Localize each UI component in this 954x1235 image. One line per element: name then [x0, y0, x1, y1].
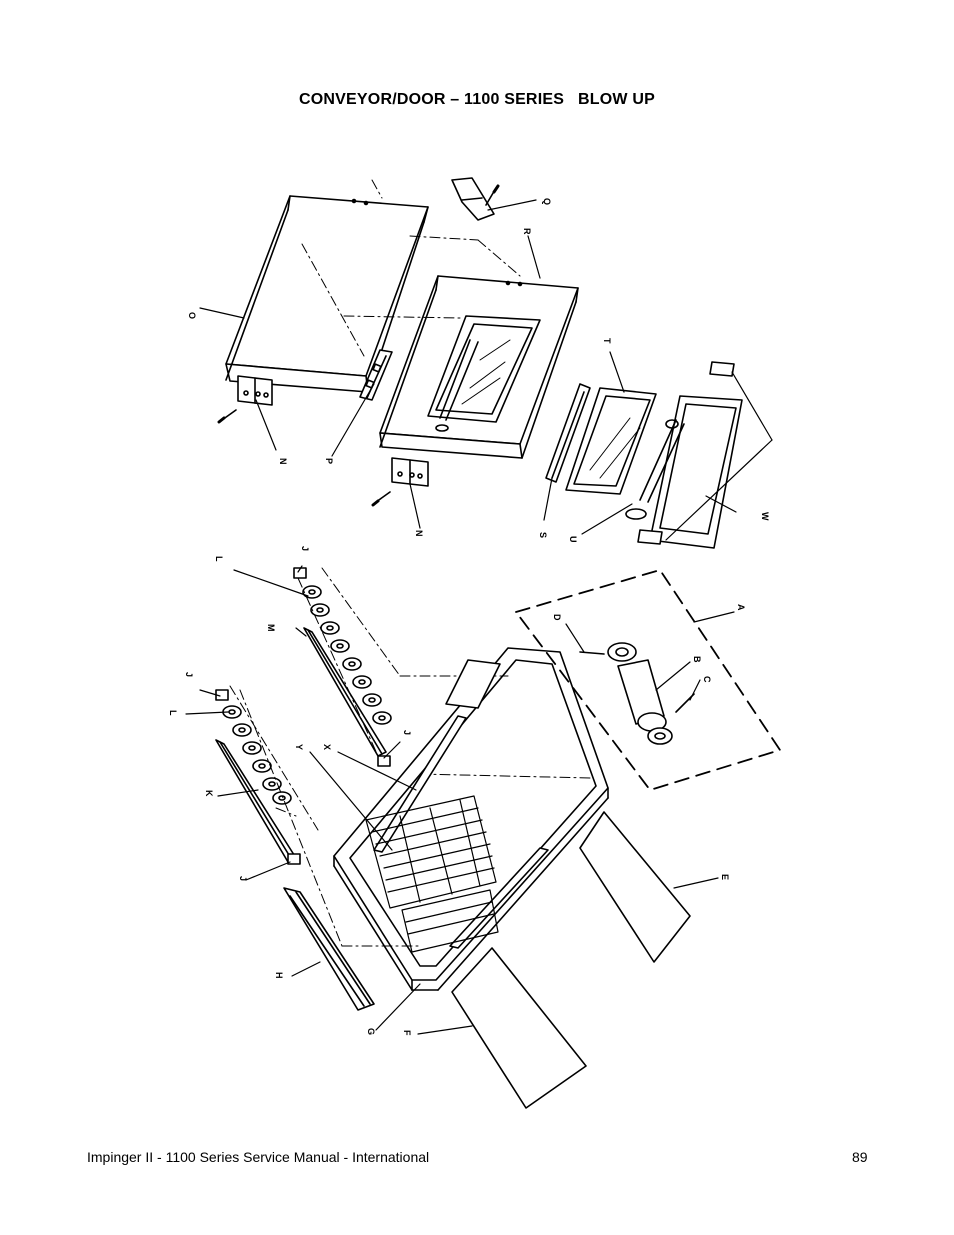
callout-x: X — [322, 744, 332, 750]
conveyor-belt — [366, 796, 498, 952]
callout-e: E — [720, 874, 730, 880]
callout-a: A — [736, 604, 746, 611]
window-glass — [566, 388, 656, 494]
callout-l-upper: L — [214, 556, 224, 562]
callout-j-4: J — [402, 730, 412, 735]
door-seal — [546, 384, 590, 482]
callout-u: U — [568, 536, 578, 543]
callout-c: C — [702, 676, 712, 683]
callout-w: W — [760, 512, 770, 521]
drive-shaft-upper — [304, 628, 386, 756]
callout-b: B — [692, 656, 702, 663]
inner-door-frame — [380, 276, 578, 458]
outer-door-panel — [226, 196, 428, 392]
callout-f: F — [402, 1030, 412, 1036]
sprockets-upper — [303, 586, 391, 724]
callout-j-3: J — [238, 876, 248, 881]
callout-g: G — [366, 1028, 376, 1035]
callout-y: Y — [294, 744, 304, 750]
callout-t: T — [602, 338, 612, 344]
callout-r: R — [522, 228, 532, 235]
callout-d: D — [552, 614, 562, 621]
callout-n-upper: N — [278, 458, 288, 465]
door-handle — [360, 350, 392, 400]
conveyor-frame — [334, 648, 608, 990]
callout-j-1: J — [300, 546, 310, 551]
side-rail — [284, 888, 374, 1010]
callout-q: Q — [542, 198, 552, 205]
bearings — [216, 568, 390, 864]
motor-assembly — [516, 570, 780, 790]
upper-hinge — [219, 376, 272, 422]
lower-hinge — [373, 458, 428, 505]
callout-j-2: J — [184, 672, 194, 677]
callout-l-lower: L — [168, 710, 178, 716]
callout-m: M — [266, 624, 276, 632]
door-frame-assembly — [626, 362, 742, 548]
crumb-tray-right — [580, 812, 690, 962]
latch-bracket — [452, 178, 498, 220]
footer-manual-title: Impinger II - 1100 Series Service Manual… — [87, 1149, 430, 1165]
callout-h: H — [274, 972, 284, 979]
crumb-tray-left — [452, 948, 586, 1108]
callout-n-lower: N — [414, 530, 424, 537]
page-number: 89 — [852, 1149, 868, 1165]
callout-s: S — [538, 532, 548, 538]
page-title: CONVEYOR/DOOR – 1100 SERIES BLOW UP — [299, 91, 655, 108]
sprockets-lower — [223, 706, 291, 804]
callout-k: K — [204, 790, 214, 797]
callout-p: P — [324, 458, 334, 464]
callout-o: O — [187, 312, 197, 319]
